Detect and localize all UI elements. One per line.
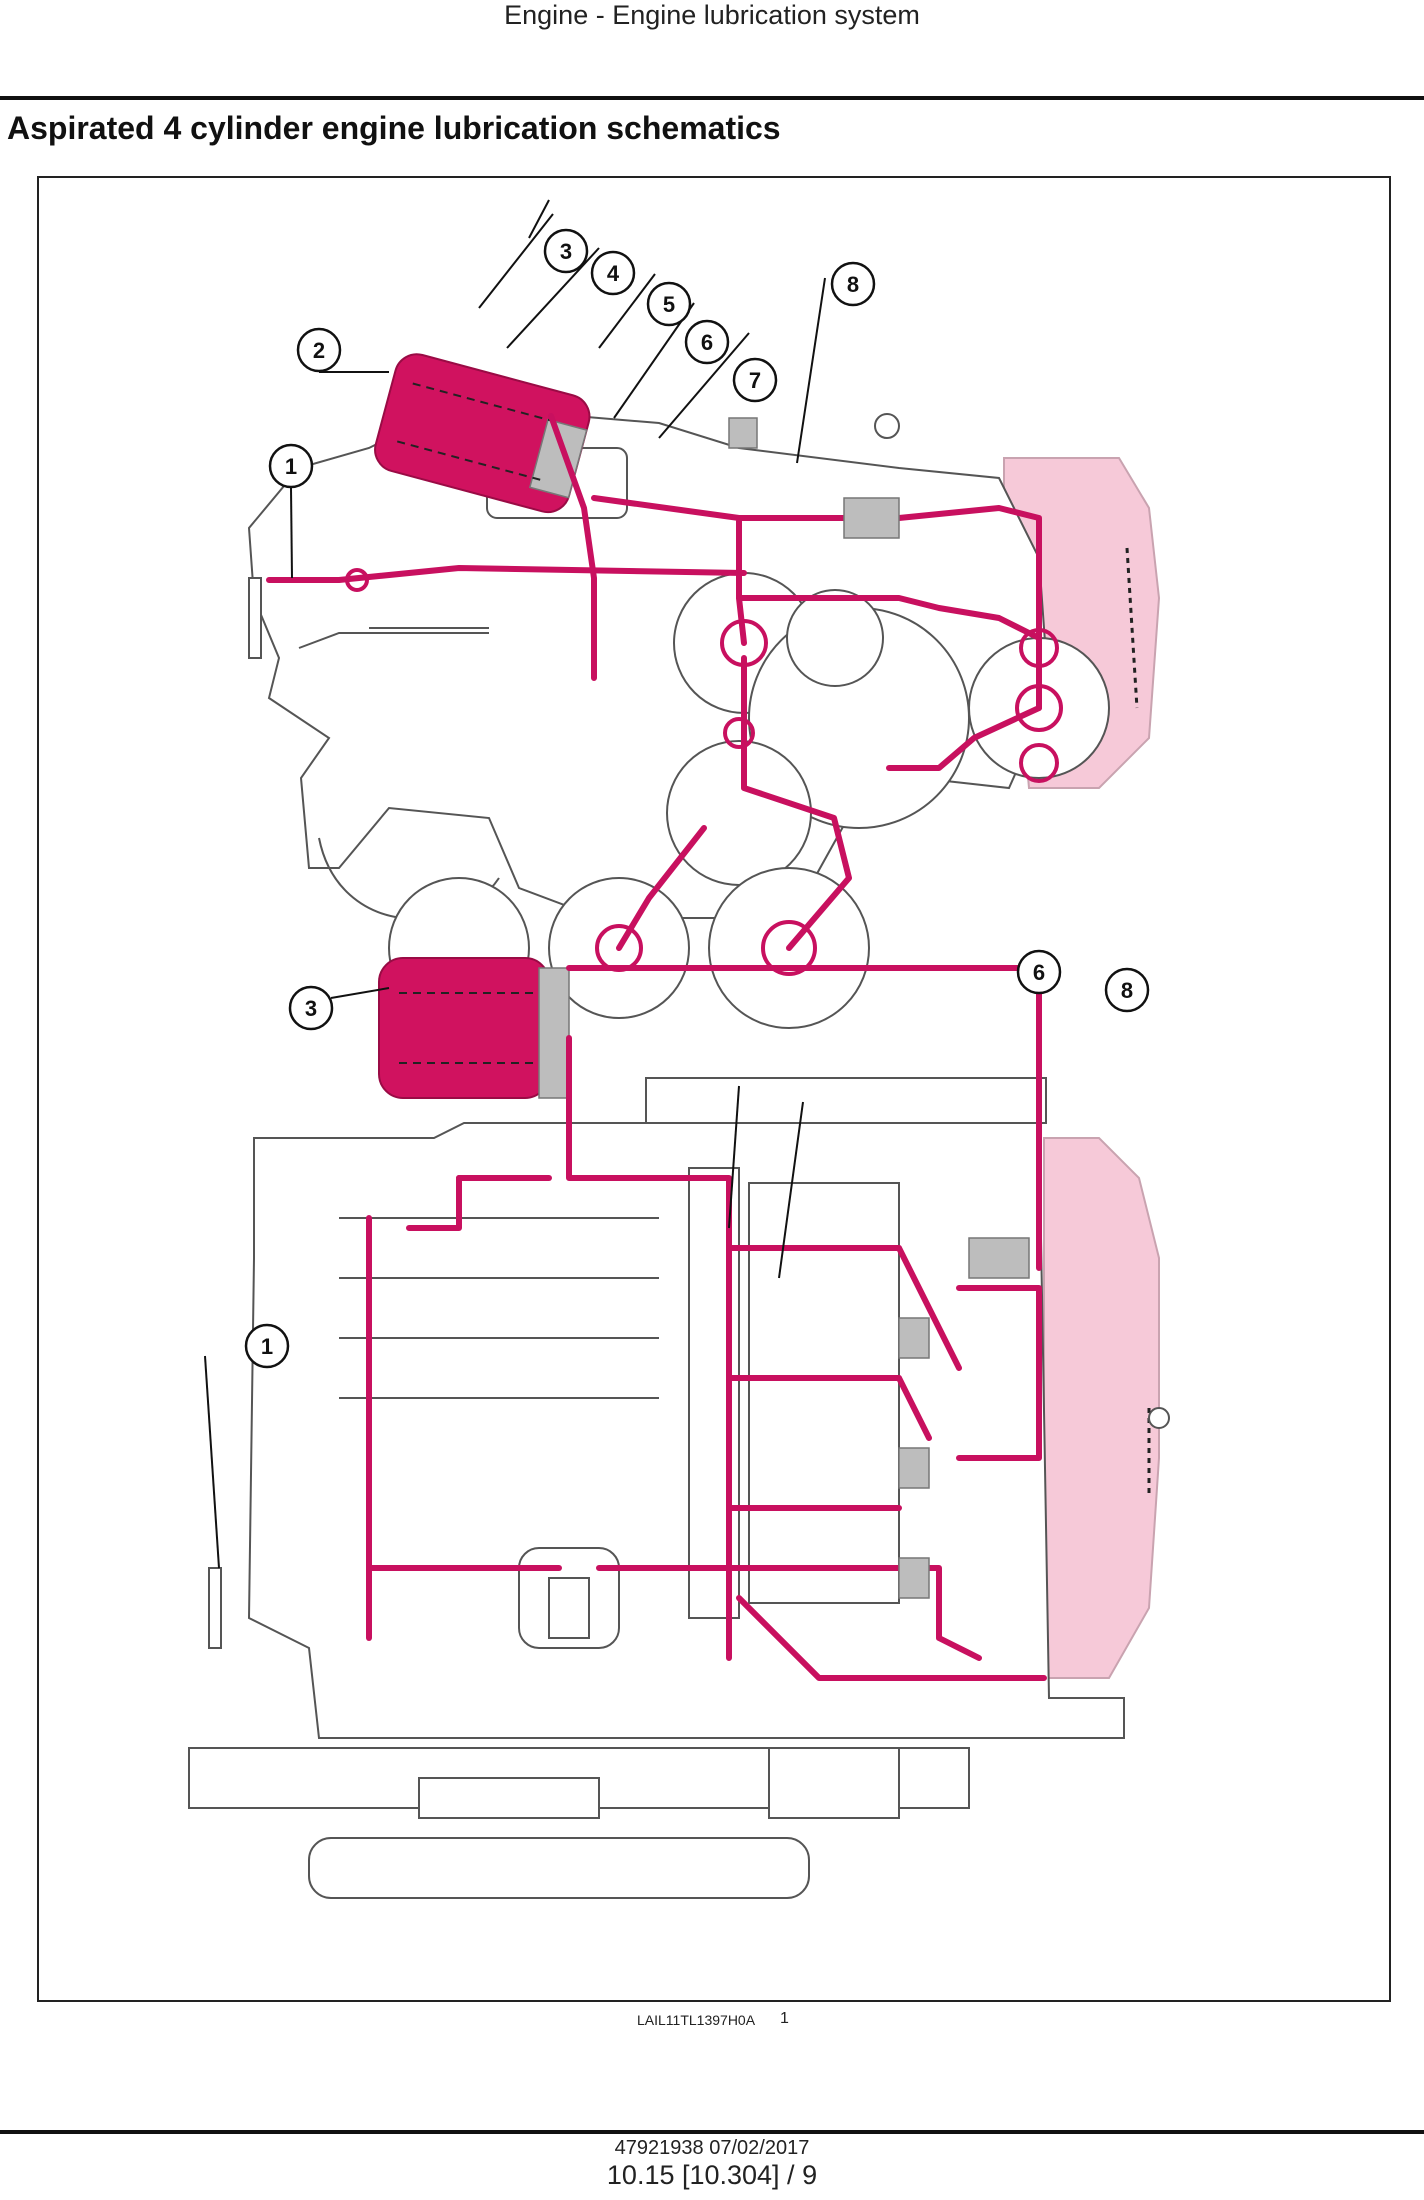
front-bolt — [1148, 1407, 1170, 1429]
idler-bearing-ring — [723, 717, 755, 749]
engine-block-outline-lower — [247, 1122, 1125, 1739]
oil-filter-lower — [378, 957, 570, 1099]
oil-line-rocker-drop — [406, 1175, 462, 1231]
callout-label: 8 — [1121, 978, 1133, 1003]
filter-head-lower — [538, 967, 570, 1099]
oil-line-crank-2 — [726, 1375, 932, 1441]
callout-8-lower: 8 — [1104, 967, 1150, 1013]
callout-label: 3 — [305, 996, 317, 1021]
leader-3-lower — [330, 987, 390, 999]
callout-label: 1 — [285, 454, 297, 479]
oil-line-crank-1 — [726, 1245, 962, 1371]
callout-label: 6 — [701, 330, 713, 355]
oil-gallery-rocker — [266, 565, 747, 583]
callout-2-upper: 2 — [296, 327, 342, 373]
callout-5-upper: 5 — [646, 281, 692, 327]
oil-line-crank — [886, 705, 1042, 771]
oil-main-gallery — [566, 1035, 732, 1661]
section-title: Aspirated 4 cylinder engine lubrication … — [7, 110, 781, 146]
footer-rule — [0, 2130, 1424, 2134]
lower-gear-left — [666, 740, 812, 886]
filter-element-6 — [968, 1237, 1030, 1279]
leader-6-lower — [728, 1085, 740, 1229]
callout-label: 5 — [663, 292, 675, 317]
breather-plate-lower — [208, 1567, 222, 1649]
pump-ring-lower — [1019, 743, 1059, 783]
callout-label: 7 — [749, 368, 761, 393]
leader-1 — [290, 487, 293, 579]
callout-1-lower: 1 — [244, 1323, 290, 1369]
lubrication-schematic-drawing: 1 2 3 4 5 6 7 8 — [188, 199, 1170, 1899]
oil-line-return — [736, 1595, 1047, 1681]
callout-label: 3 — [560, 239, 572, 264]
cover-seal-line — [1125, 547, 1139, 709]
leader-7 — [658, 332, 750, 439]
crankshaft-journals — [748, 1182, 900, 1604]
flywheel — [308, 1837, 810, 1899]
callout-3-upper: 3 — [543, 228, 589, 274]
leader-8-lower — [778, 1101, 804, 1279]
oil-riser-filter — [548, 413, 597, 681]
leader-4 — [506, 247, 600, 349]
leader-8 — [796, 277, 826, 464]
figure-image-code: LAIL11TL1397H0A — [637, 2012, 756, 2028]
callout-label: 2 — [313, 338, 325, 363]
callout-3-lower: 3 — [288, 985, 334, 1031]
callout-8-upper: 8 — [830, 261, 876, 307]
callout-label: 6 — [1033, 960, 1045, 985]
schematic-figure: 1 2 3 4 5 6 7 8 — [37, 176, 1391, 2002]
oil-line-front — [596, 1565, 982, 1661]
footer-doc-ref: 47921938 07/02/2017 — [614, 2137, 810, 2159]
callout-6-upper: 6 — [684, 319, 730, 365]
pump-ring — [1015, 684, 1063, 732]
oil-line-pump — [736, 595, 1042, 641]
rocker-arm — [298, 632, 489, 649]
leader-3 — [478, 213, 554, 309]
leader-1-lower — [204, 1355, 220, 1569]
callout-4-upper: 4 — [590, 250, 636, 296]
rocker-oil-point — [345, 568, 369, 592]
callout-1-upper: 1 — [268, 443, 314, 489]
oil-filter-body-lower — [378, 957, 550, 1099]
footer-page-ref: 10.15 [10.304] / 9 — [606, 2160, 818, 2190]
lower-engine-side-view — [188, 957, 1170, 1899]
oil-line-balancer — [616, 825, 707, 951]
flywheel-hub — [418, 1777, 600, 1819]
breather-plate — [248, 577, 262, 659]
header-rule — [0, 96, 1424, 100]
leader-5 — [598, 273, 656, 349]
idler-gear-hub — [786, 589, 884, 687]
pressure-valve-body — [843, 497, 900, 539]
upper-engine-front-view — [247, 199, 1161, 1029]
oil-sender-bulb — [874, 413, 900, 439]
front-pulley — [768, 1747, 900, 1819]
callout-label: 1 — [261, 1334, 273, 1359]
cam-bearing-ring — [720, 619, 768, 667]
pump-ring-upper — [1019, 628, 1059, 668]
figure-number: 1 — [780, 2010, 789, 2027]
callout-label: 8 — [847, 272, 859, 297]
callout-6-lower: 6 — [1016, 949, 1062, 995]
running-head: Engine - Engine lubrication system — [504, 0, 920, 30]
timing-cover-zone-lower — [1043, 1137, 1160, 1679]
callout-7-upper: 7 — [732, 357, 778, 403]
balancer-ring-right — [761, 920, 817, 976]
callout-label: 4 — [607, 261, 620, 286]
rocker-cover-side — [645, 1077, 1047, 1124]
oil-line-pump-loop — [956, 1285, 1042, 1461]
oil-pressure-sender — [728, 417, 758, 449]
oil-pump-rotor — [548, 1577, 590, 1639]
